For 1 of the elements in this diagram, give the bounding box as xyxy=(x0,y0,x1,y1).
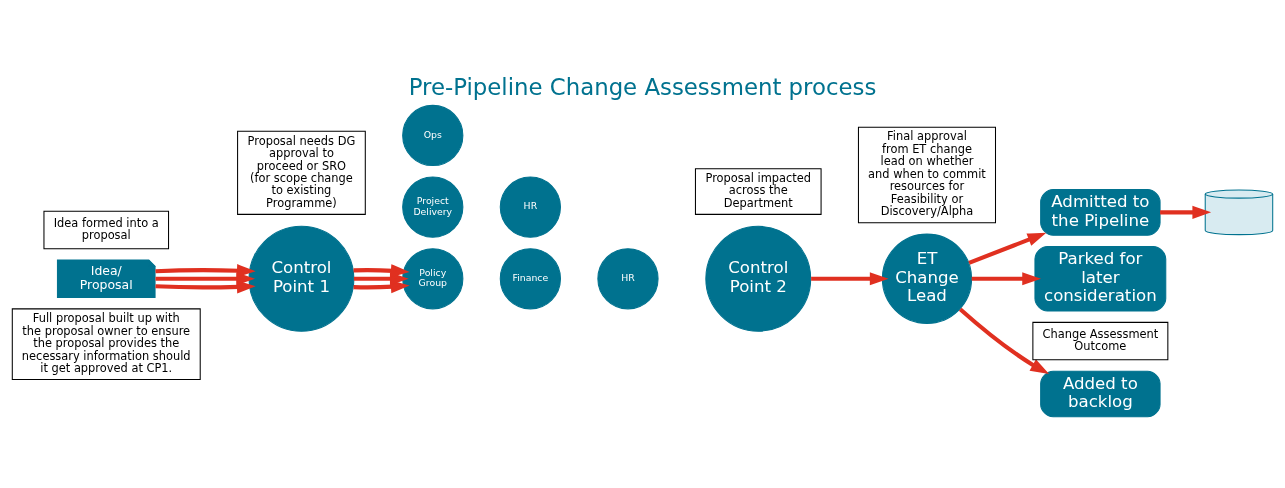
diagram-title: Pre-Pipeline Change Assessment process xyxy=(408,73,877,100)
